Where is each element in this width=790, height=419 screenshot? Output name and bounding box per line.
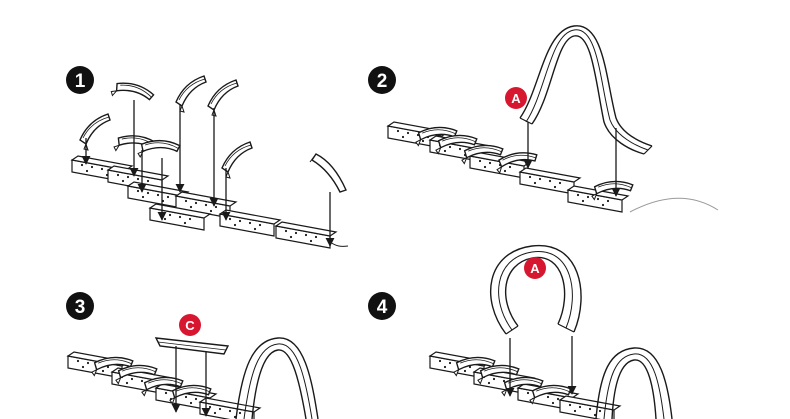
step-4-callout: A — [524, 257, 546, 279]
step-2-callout: A — [505, 87, 527, 109]
step-2-number: 2 — [377, 71, 388, 92]
step-3-ramp-piece — [235, 337, 319, 419]
numbered-circle-icon — [66, 66, 94, 94]
step-1-track — [71, 155, 349, 249]
step-3-number: 3 — [75, 297, 86, 318]
step-2-arrows — [523, 122, 621, 197]
step-3-panel: C 3 — [66, 292, 319, 419]
step-1-number: 1 — [75, 71, 86, 92]
step-2-track — [387, 121, 719, 213]
step-2-ramp-piece — [519, 25, 653, 155]
lettered-callout-icon — [505, 87, 527, 109]
step-4-badge: 4 — [368, 292, 396, 320]
lettered-callout-icon — [179, 314, 201, 336]
step-3-badge: 3 — [66, 292, 94, 320]
step-4-number: 4 — [377, 297, 388, 318]
numbered-circle-icon — [368, 66, 396, 94]
step-2-callout-letter: A — [511, 91, 521, 106]
step-3-callout-letter: C — [185, 318, 195, 333]
step-1-panel: 1 — [66, 66, 349, 249]
step-1-curbs — [79, 69, 347, 193]
numbered-circle-icon — [368, 292, 396, 320]
step-4-callout-letter: A — [530, 261, 540, 276]
step-2-badge: 2 — [368, 66, 396, 94]
step-2-panel: A 2 — [368, 25, 719, 215]
step-4-arrows — [505, 336, 577, 397]
step-3-flat-piece — [154, 337, 230, 355]
numbered-circle-icon — [66, 292, 94, 320]
step-3-callout: C — [179, 314, 201, 336]
step-1-arrows — [81, 100, 335, 247]
step-4-panel: A 4 — [368, 244, 673, 419]
lettered-callout-icon — [524, 257, 546, 279]
step-3-arrows — [171, 346, 211, 417]
step-1-badge: 1 — [66, 66, 94, 94]
step-4-ramp-piece — [595, 347, 673, 419]
